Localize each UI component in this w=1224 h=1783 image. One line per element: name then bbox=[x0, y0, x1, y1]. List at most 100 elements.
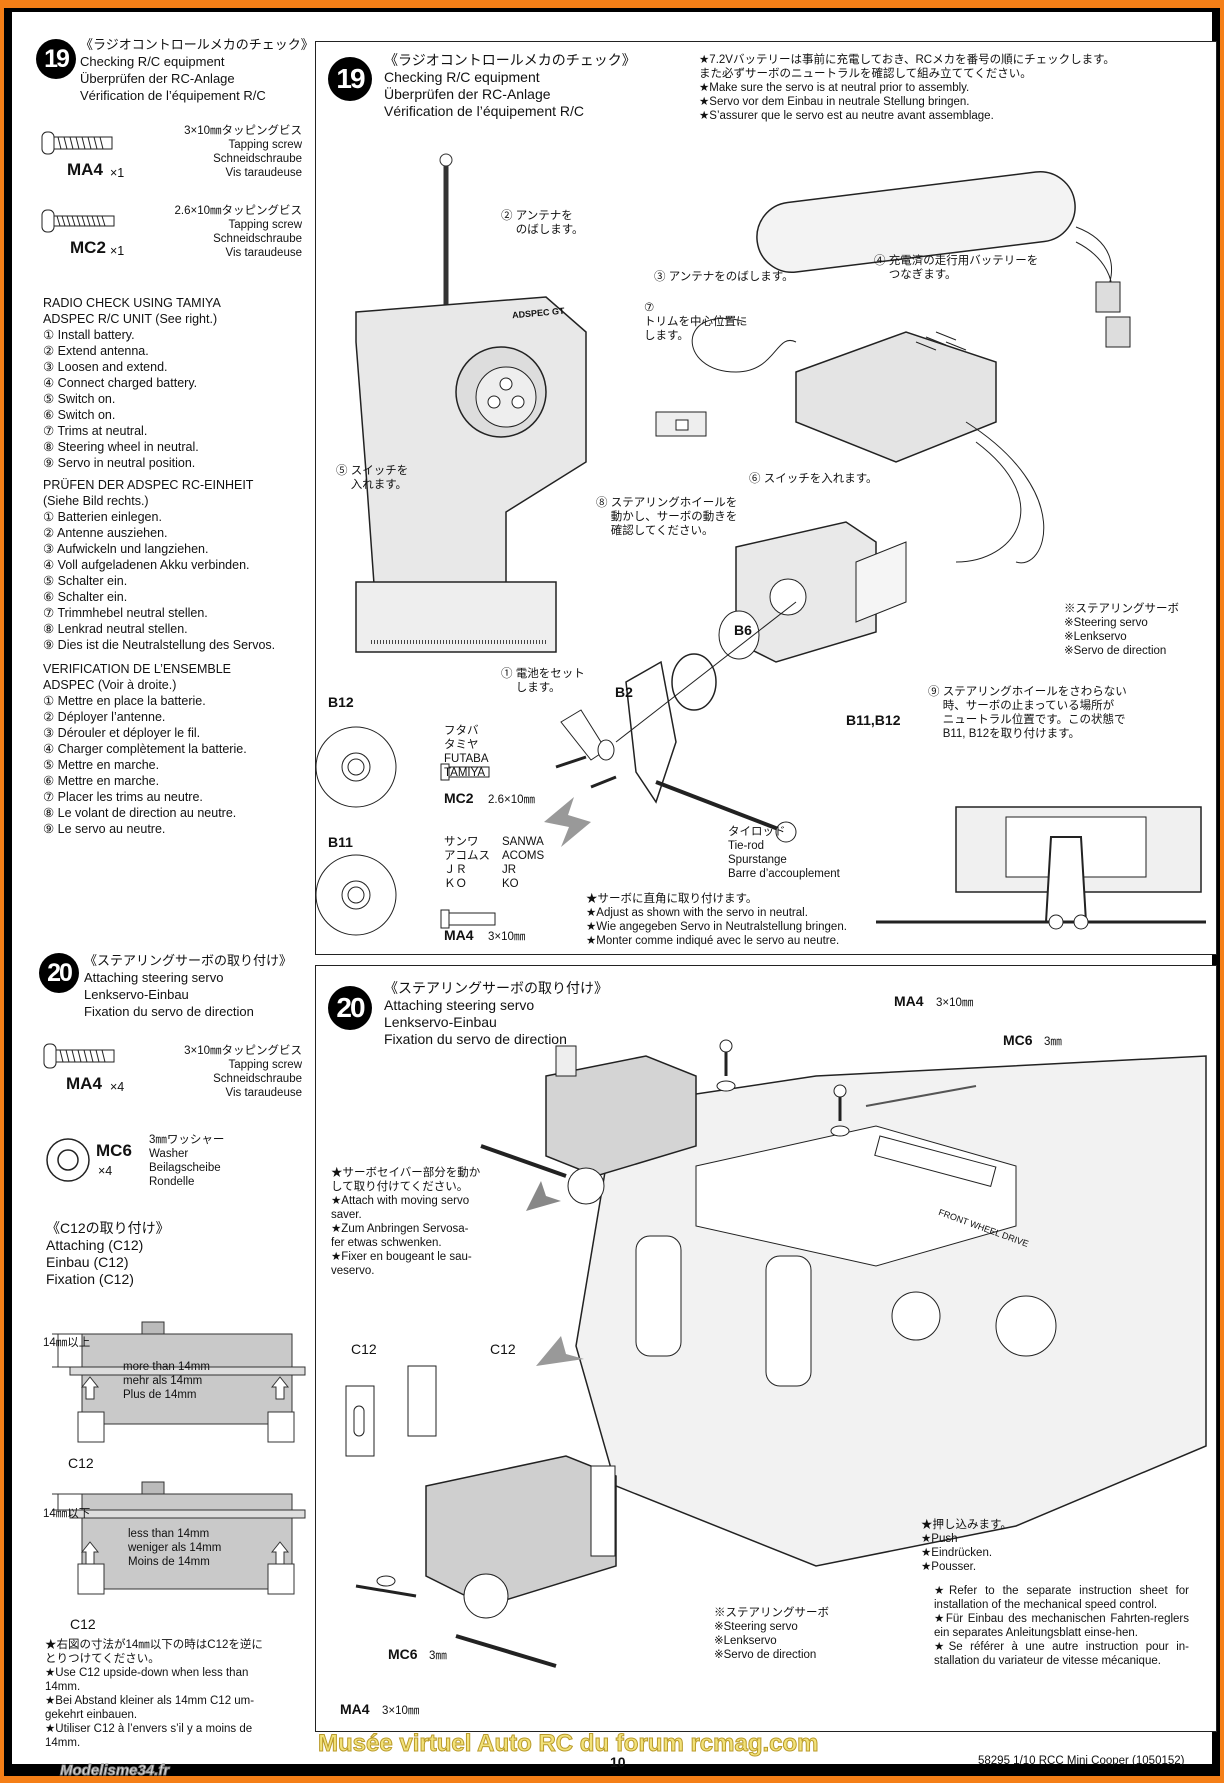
c12-label-a: C12 bbox=[351, 1341, 377, 1357]
washer-mc6-icon bbox=[46, 1138, 90, 1182]
part-mc6-code: MC6 bbox=[96, 1141, 132, 1160]
callout-9-neutral-position: ⑨ ステアリングホイールをさわらない 時、サーボの止まっている場所が ニュートラ… bbox=[928, 686, 1127, 740]
step-19-number: 19 bbox=[36, 39, 76, 79]
screw-ma4-icon bbox=[43, 1043, 115, 1069]
part-mc2-code: MC2 bbox=[70, 238, 106, 257]
b12-brands: フタバ タミヤ FUTABA TAMIYA bbox=[444, 725, 489, 779]
speed-control-refer-note: ★Refer to the separate instruction sheet… bbox=[934, 1585, 1189, 1667]
servo-exploded-icon bbox=[355, 1455, 617, 1668]
mc6-bottom-size: 3㎜ bbox=[429, 1650, 447, 1662]
part-b2-label: B2 bbox=[615, 684, 633, 700]
part-ma4-qty: ×4 bbox=[110, 1080, 125, 1094]
step-19-diagram-title: 《ラジオコントロールメカのチェック》 Checking R/C equipmen… bbox=[384, 52, 636, 119]
c12-more-label: C12 bbox=[68, 1455, 94, 1471]
servo-horn-disc-b12-icon bbox=[315, 726, 397, 808]
screw-ma4-icon bbox=[41, 131, 113, 155]
battery-pack-icon bbox=[756, 171, 1131, 348]
page-number: 10 bbox=[610, 1754, 626, 1770]
switch-icon bbox=[655, 411, 707, 437]
watermark-logo-left: Modelisme34.fr bbox=[59, 1762, 170, 1780]
c12-less-label: C12 bbox=[70, 1616, 96, 1632]
part-mc6-qty: ×4 bbox=[98, 1164, 113, 1178]
rc-equipment-illustration bbox=[315, 153, 1206, 936]
part-ma4-desc: 3×10㎜タッピングビス Tapping screw Schneidschrau… bbox=[184, 125, 302, 179]
ma4-bottom-label: MA4 bbox=[340, 1701, 370, 1717]
c12-less-than-14mm-diagram bbox=[52, 1481, 306, 1595]
b11-brands-jp: サンワ アコムス ＪＲ ＫＯ bbox=[444, 836, 490, 890]
assembly-arrow-icon bbox=[536, 1336, 584, 1366]
c12-less-text: less than 14mm weniger als 14mm Moins de… bbox=[128, 1528, 222, 1568]
step-19-notes-top: ★7.2Vバッテリーは事前に充電しておき、RCメカを番号の順にチェックします。 … bbox=[699, 54, 1115, 122]
part-mc2-desc: 2.6×10㎜タッピングビス Tapping screw Schneidschr… bbox=[174, 205, 303, 259]
tie-rod-label: タイロッド Tie-rod Spurstange Barre d’accoupl… bbox=[728, 826, 840, 880]
c12-label-b: C12 bbox=[490, 1341, 516, 1357]
screw-ma4-small-icon bbox=[440, 909, 496, 929]
callout-7-trims-neutral: ⑦ トリムを中心位置に します。 bbox=[644, 302, 748, 342]
callout-6-switch-on: ⑥ スイッチを入れます。 bbox=[749, 473, 878, 485]
step-19-diagram-panel: 19 《ラジオコントロールメカのチェック》 Checking R/C equip… bbox=[315, 41, 1217, 955]
steering-servo-label: ※ステアリングサーボ ※Steering servo ※Lenkservo ※S… bbox=[714, 1607, 829, 1661]
product-code: 58295 1/10 RCC Mini Cooper (1050152) bbox=[978, 1755, 1185, 1767]
step-19-notes-bottom: ★サーボに直角に取り付けます。 ★Adjust as shown with th… bbox=[586, 893, 847, 947]
manual-page: 19 《ラジオコントロールメカのチェック》 Checking R/C equip… bbox=[12, 12, 1217, 1770]
servo-on-chassis-icon bbox=[480, 1045, 697, 1205]
step-19-title: 《ラジオコントロールメカのチェック》 Checking R/C equipmen… bbox=[80, 37, 314, 103]
servo-saver-note: ★サーボセイバー部分を動か して取り付けてください。 ★Attach with … bbox=[331, 1167, 481, 1277]
transmitter-icon bbox=[355, 153, 587, 653]
part-mc6-desc: 3㎜ワッシャー Washer Beilagscheibe Rondelle bbox=[149, 1134, 225, 1188]
c12-more-dim: 14㎜以上 bbox=[43, 1337, 91, 1349]
ma4-top-label: MA4 bbox=[894, 993, 924, 1009]
ma4-bottom-size: 3×10㎜ bbox=[382, 1705, 420, 1717]
screw-mc2-small-icon bbox=[440, 763, 490, 781]
step-20-diagram-title: 《ステアリングサーボの取り付け》 Attaching steering serv… bbox=[384, 980, 608, 1047]
part-b11-label: B11 bbox=[328, 834, 353, 850]
servo-horn-parts-icon bbox=[555, 601, 797, 843]
direction-arrow-icon bbox=[544, 797, 591, 847]
callout-5-switch-on: ⑤ スイッチを 入れます。 bbox=[336, 465, 409, 491]
b11-brands-en: SANWA ACOMS JR KO bbox=[502, 836, 545, 890]
push-note: ★押し込みます。 ★Push ★Eindrücken. ★Pousser. bbox=[921, 1519, 1012, 1573]
c12-notes: ★右図の寸法が14㎜以下の時はC12を逆に とりつけてください。 ★Use C1… bbox=[45, 1639, 263, 1749]
mc6-top-label: MC6 bbox=[1003, 1032, 1033, 1048]
screw-mc2-icon bbox=[41, 209, 115, 233]
callout-8-steering-wheel: ⑧ ステアリングホイールを 動かし、サーボの動きを 確認してください。 bbox=[596, 497, 738, 537]
ma4-top-size: 3×10㎜ bbox=[936, 997, 974, 1009]
ma4-size: 3×10㎜ bbox=[488, 931, 526, 943]
ma4-label: MA4 bbox=[444, 927, 474, 943]
washer-mc6-icon bbox=[716, 1080, 850, 1137]
c12-more-than-14mm-diagram bbox=[52, 1321, 306, 1443]
callout-1-install-battery: ① 電池をセット します。 bbox=[501, 668, 585, 694]
radio-check-french: VERIFICATION DE L’ENSEMBLE ADSPEC (Voir … bbox=[43, 662, 247, 836]
mc6-top-size: 3㎜ bbox=[1044, 1036, 1062, 1048]
step-19-diagram-number: 19 bbox=[328, 57, 372, 101]
part-b12-label: B12 bbox=[328, 694, 354, 710]
part-b6-label: B6 bbox=[734, 622, 752, 638]
servo-horn-disc-b11-icon bbox=[315, 854, 397, 936]
steering-servo-icon bbox=[735, 521, 907, 663]
speed-controller-icon bbox=[691, 317, 1045, 564]
c12-more-text: more than 14mm mehr als 14mm Plus de 14m… bbox=[123, 1361, 210, 1401]
part-ma4-qty: ×1 bbox=[110, 166, 125, 180]
servo-installation-illustration bbox=[345, 1039, 1207, 1668]
part-ma4-desc: 3×10㎜タッピングビス Tapping screw Schneidschrau… bbox=[184, 1045, 302, 1099]
watermark-museum: Musée virtuel Auto RC du forum rcmag.com bbox=[318, 1730, 820, 1757]
radio-check-german: PRÜFEN DER ADSPEC RC-EINHEIT (Siehe Bild… bbox=[43, 478, 276, 652]
mc6-bottom-label: MC6 bbox=[388, 1646, 418, 1662]
c12-title: 《C12の取り付け》 Attaching (C12) Einbau (C12) … bbox=[46, 1220, 170, 1287]
step-20-diagram-number: 20 bbox=[328, 986, 372, 1030]
callout-4-connect-battery: ④ 充電済の走行用バッテリーを つなぎます。 bbox=[874, 255, 1039, 281]
part-b11-b12-label: B11,B12 bbox=[846, 712, 901, 728]
chassis-icon bbox=[575, 1055, 1207, 1567]
callout-2-extend-antenna: ② アンテナを のばします。 bbox=[501, 210, 584, 236]
radio-check-english: RADIO CHECK USING TAMIYA ADSPEC R/C UNIT… bbox=[43, 296, 221, 470]
part-ma4-code: MA4 bbox=[66, 1074, 102, 1093]
step-20-title: 《ステアリングサーボの取り付け》 Attaching steering serv… bbox=[84, 953, 293, 1019]
screw-ma4-icon bbox=[719, 1039, 847, 1121]
c12-less-dim: 14㎜以下 bbox=[43, 1508, 91, 1520]
callout-3-extend-antenna-wire: ③ アンテナをのばします。 bbox=[654, 271, 794, 283]
neutral-servo-detail-icon bbox=[876, 806, 1206, 930]
part-ma4-code: MA4 bbox=[67, 160, 103, 179]
step-20-diagram-panel: 20 《ステアリングサーボの取り付け》 Attaching steering s… bbox=[315, 965, 1217, 1732]
mc2-size: 2.6×10㎜ bbox=[488, 794, 535, 806]
rotate-arrow-icon bbox=[526, 1181, 561, 1211]
